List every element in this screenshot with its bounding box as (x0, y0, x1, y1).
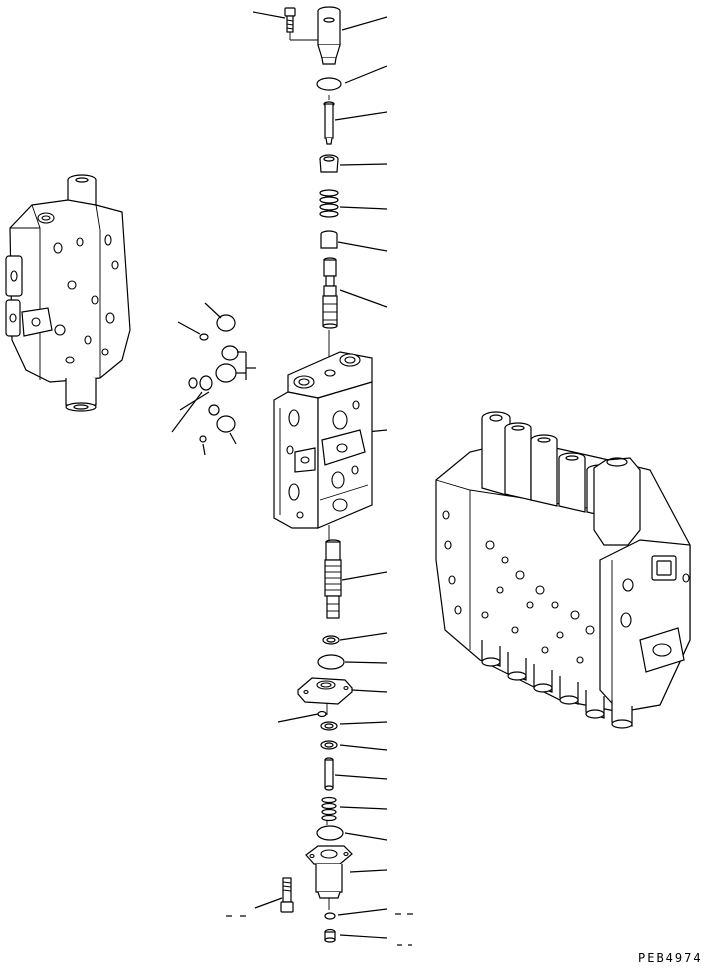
o-ring-bottom (316, 825, 344, 841)
spacer-sleeve (320, 230, 338, 249)
flange-cover (297, 677, 353, 705)
upper-spring (319, 189, 339, 218)
bottom-plug (324, 928, 336, 943)
o-ring-top (316, 77, 342, 91)
small-o-ring (317, 710, 327, 718)
bottom-cover-housing (305, 845, 353, 899)
drawing-code: PEB4974 (638, 951, 703, 965)
o-ring-set (171, 302, 256, 456)
lower-spring (321, 796, 337, 822)
valve-assembly-side-view (5, 174, 131, 412)
valve-section-body (273, 351, 373, 529)
lower-spool (324, 539, 342, 619)
leader-lines (226, 11, 413, 946)
retainer-cup (319, 154, 339, 173)
seal-ring-1 (320, 721, 338, 731)
lower-pin (324, 757, 334, 791)
washer-lower (322, 635, 340, 645)
spool-caps (481, 411, 641, 546)
upper-spool (322, 257, 338, 329)
main-control-valve-assembly (435, 411, 691, 729)
top-pin (323, 101, 335, 145)
top-bolt (284, 7, 296, 33)
bottom-small-ring (324, 912, 336, 920)
top-cap (317, 6, 341, 65)
bottom-bolt (280, 877, 294, 913)
seal-ring-2 (320, 740, 338, 750)
o-ring-lower (317, 654, 345, 670)
